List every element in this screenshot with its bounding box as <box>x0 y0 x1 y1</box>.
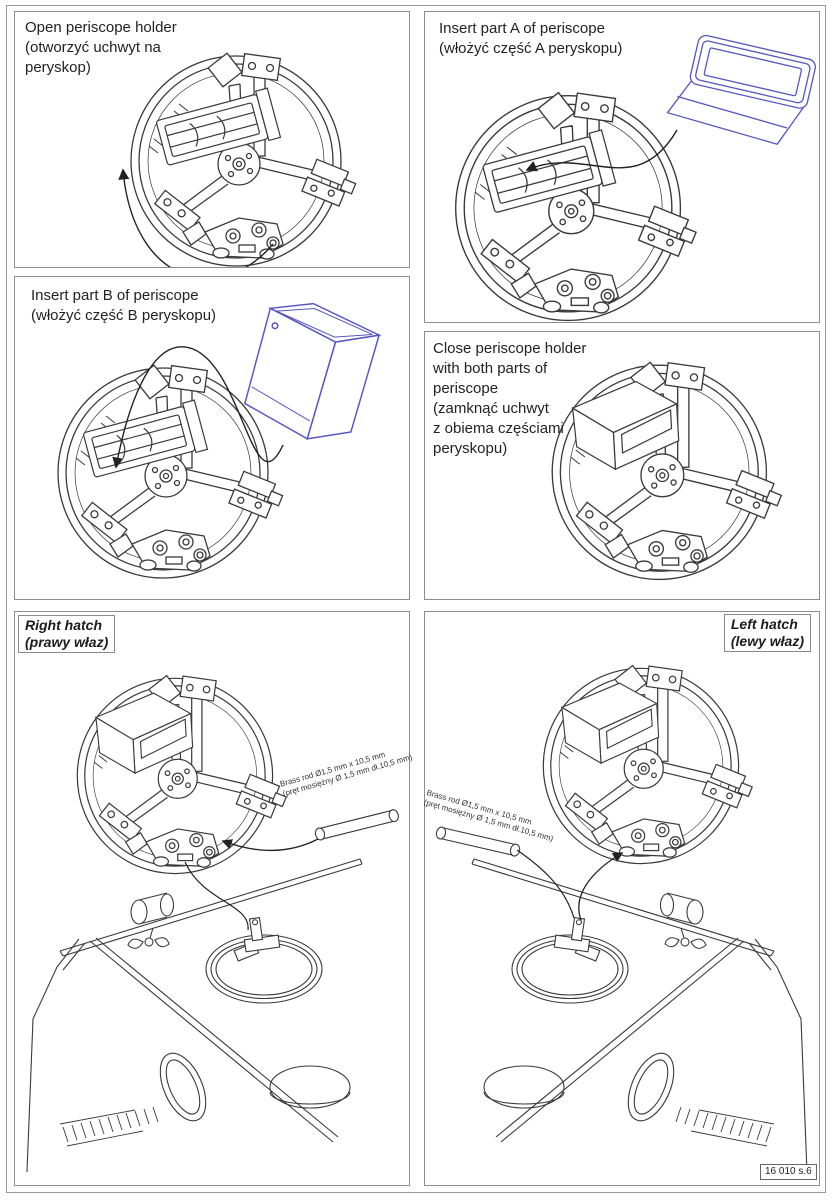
mount-connector-left <box>516 849 575 919</box>
page-number: 16 010 s.6 <box>760 1164 817 1180</box>
panel-left-hatch: Left hatch (lewy właz) Brass rod Ø1,5 mm… <box>423 611 820 1186</box>
left-hatch-drawing <box>434 612 808 1173</box>
open-direction-arrow <box>118 168 274 267</box>
brass-rod-right <box>313 808 401 842</box>
hull-roof-right <box>26 858 363 1173</box>
caption-step-2: Insert part A of periscope (włożyć część… <box>439 20 623 57</box>
insert-part-b-drawing <box>15 292 384 599</box>
caption-step-3: Insert part B of periscope (włożyć część… <box>31 287 217 324</box>
panel-step-4: Close periscope holder with both parts o… <box>424 331 820 600</box>
caption-step-1: Open periscope holder (otworzyć uchwyt n… <box>25 19 177 76</box>
panel-step-3: Insert part B of periscope (włożyć część… <box>14 276 410 600</box>
panel-right-hatch: Right hatch (prawy właz) Brass rod Ø1,5 … <box>14 611 413 1186</box>
insert-arrow-left <box>578 852 624 921</box>
left-hatch-label: Left hatch (lewy właz) <box>723 614 811 652</box>
hatch-wheel-open-drawing <box>118 12 409 267</box>
right-hatch-label: Right hatch (prawy właz) <box>18 615 116 653</box>
caption-step-4: Close periscope holder with both parts o… <box>433 340 587 457</box>
brass-rod-arrow-right <box>221 838 319 852</box>
mount-connector-right <box>184 861 249 931</box>
panel-step-1: Open periscope holder (otworzyć uchwyt n… <box>14 11 410 268</box>
insert-part-a-drawing <box>425 30 818 322</box>
right-hatch-drawing <box>26 612 401 1173</box>
hull-roof-left <box>471 858 808 1173</box>
insert-arrow-a <box>525 129 678 172</box>
panel-step-2: Insert part A of periscope (włożyć część… <box>424 11 820 323</box>
insert-arrow-b <box>112 346 284 469</box>
